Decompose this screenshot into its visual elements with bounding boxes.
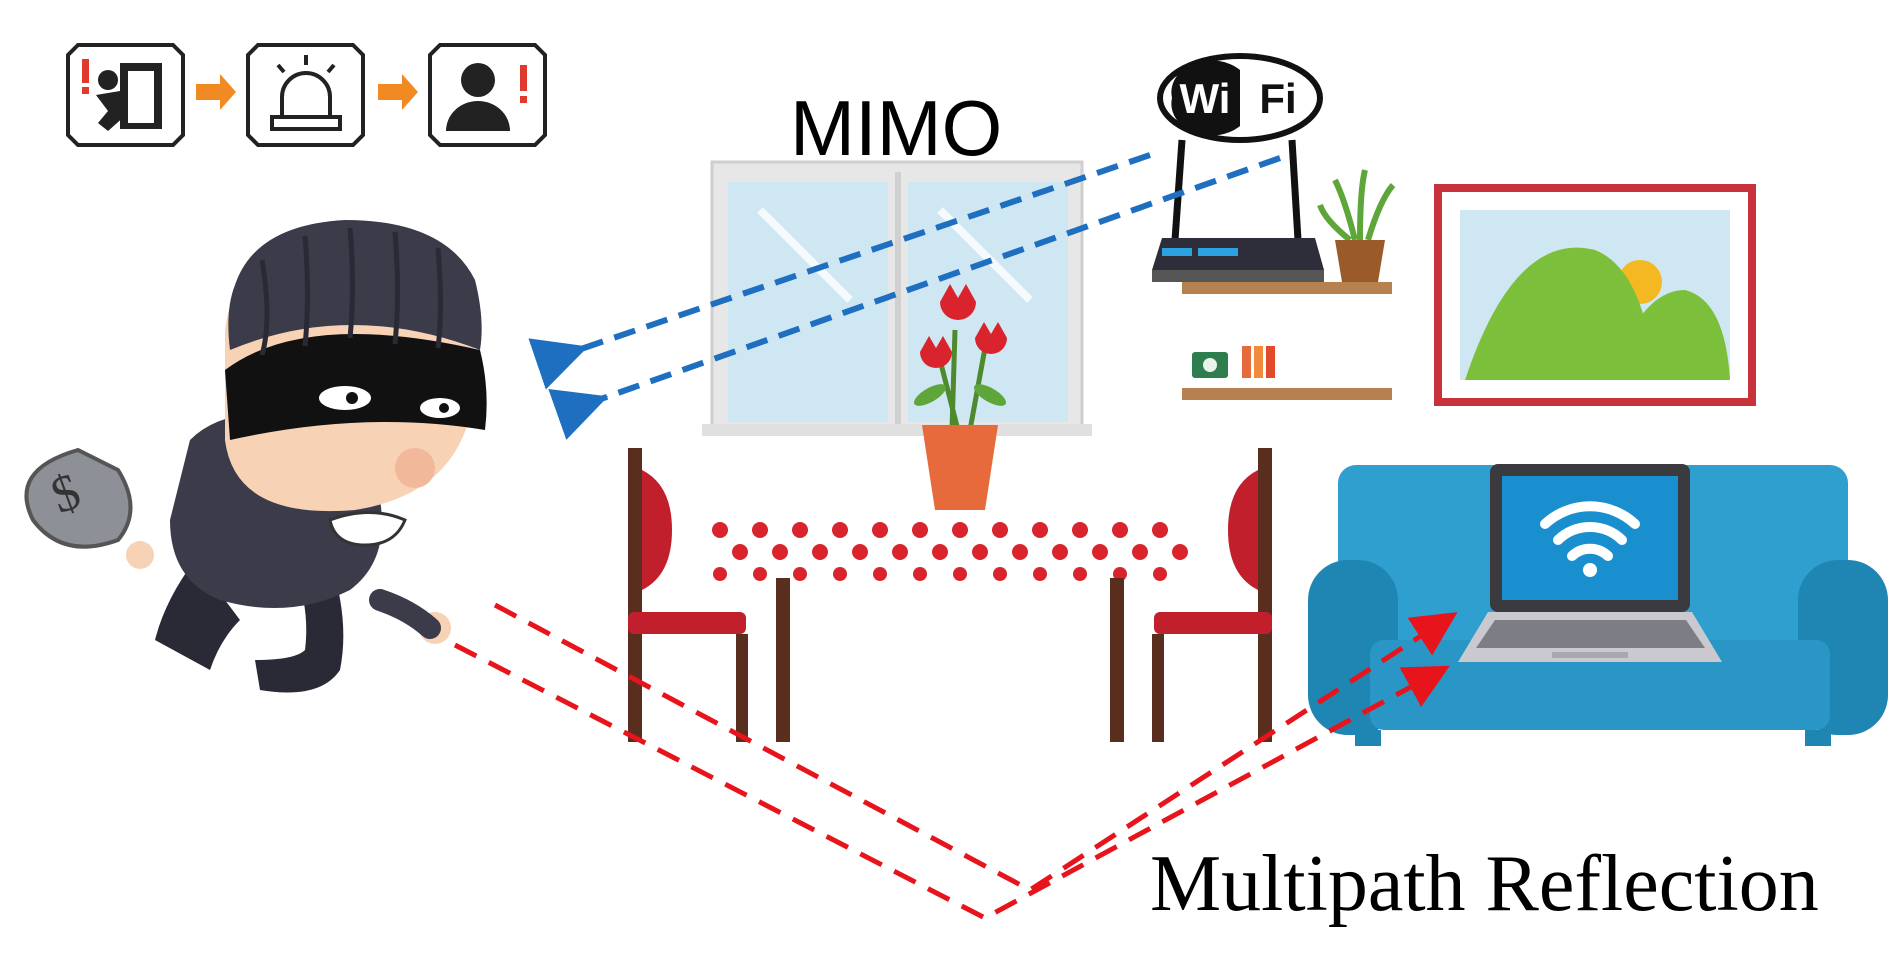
lower-shelf xyxy=(1182,346,1392,400)
flower-vase xyxy=(914,284,1007,510)
multipath-reflection-paths xyxy=(453,602,1458,921)
picture-frame xyxy=(1434,184,1756,406)
pipeline-arrow-1 xyxy=(196,74,236,110)
user-alert-icon xyxy=(428,43,547,147)
reflection-path-2 xyxy=(453,642,1450,921)
alarm-siren-icon xyxy=(246,43,365,147)
wifi-router: Wi Fi xyxy=(1152,53,1392,294)
thief: $ xyxy=(24,220,487,693)
reflection-path-1 xyxy=(493,602,1458,893)
wifi-logo-fi: Fi xyxy=(1259,75,1296,122)
window xyxy=(702,160,1092,436)
dining-table xyxy=(700,515,1200,742)
alert-pipeline xyxy=(66,43,547,147)
intruder-door-icon xyxy=(66,43,185,147)
laptop xyxy=(1458,464,1722,662)
wifi-logo-wi: Wi xyxy=(1180,75,1231,122)
mimo-label: MIMO xyxy=(790,84,1002,172)
multipath-reflection-label: Multipath Reflection xyxy=(1150,840,1819,928)
wifi-signal-icon xyxy=(1540,501,1640,577)
money-bag: $ xyxy=(24,447,133,549)
pipeline-arrow-2 xyxy=(378,74,418,110)
potted-plant xyxy=(1317,169,1396,282)
chair-right xyxy=(1152,448,1272,742)
mimo-path-2 xyxy=(548,155,1282,440)
mimo-signal-paths xyxy=(528,152,1282,440)
chair-left xyxy=(628,448,748,742)
wifi-logo-icon: Wi Fi xyxy=(1157,53,1323,143)
